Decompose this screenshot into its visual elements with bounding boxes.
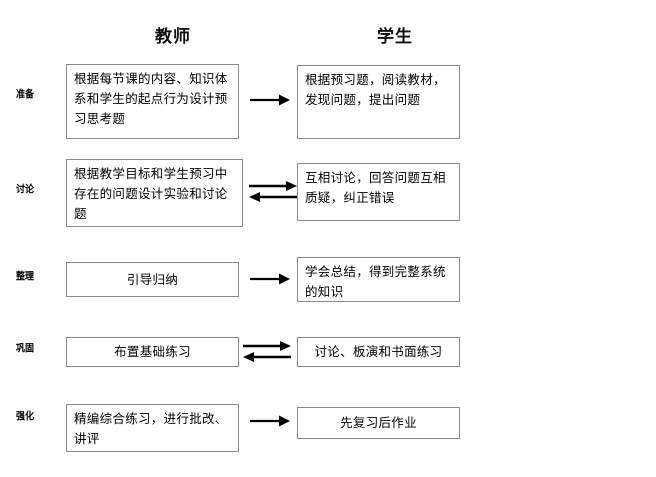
student-box-row-1-text: 根据预习题，阅读教材，发现问题，提出问题 <box>305 72 446 107</box>
student-box-row-1: 根据预习题，阅读教材，发现问题，提出问题 <box>297 65 460 139</box>
teacher-box-row-3-text: 引导归纳 <box>126 271 179 287</box>
stage-label-row-3: 整理 <box>16 271 35 283</box>
column-header-student: 学生 <box>377 27 413 47</box>
student-box-row-3: 学会总结，得到完整系统的知识 <box>297 257 460 302</box>
arrow-row-1 <box>250 93 290 107</box>
stage-label-row-4: 巩固 <box>16 343 35 355</box>
stage-label-row-1: 准备 <box>16 89 35 101</box>
stage-label-row-2: 讨论 <box>16 184 35 196</box>
student-box-row-2: 互相讨论，回答问题互相质疑，纠正错误 <box>297 163 460 221</box>
student-box-row-5-text: 先复习后作业 <box>340 415 417 430</box>
teacher-box-row-5-text: 精编综合练习，进行批改、讲评 <box>74 411 228 446</box>
student-box-row-2-text: 互相讨论，回答问题互相质疑，纠正错误 <box>305 170 446 205</box>
teacher-box-row-1-text: 根据每节课的内容、知识体系和学生的起点行为设计预习思考题 <box>74 71 228 126</box>
arrow-row-5 <box>250 414 290 428</box>
teacher-box-row-1: 根据每节课的内容、知识体系和学生的起点行为设计预习思考题 <box>66 64 239 139</box>
stage-label-row-5: 强化 <box>16 411 35 423</box>
student-box-row-3-text: 学会总结，得到完整系统的知识 <box>305 264 446 299</box>
teacher-box-row-2-text: 根据教学目标和学生预习中存在的问题设计实验和讨论题 <box>74 166 228 221</box>
student-box-row-5: 先复习后作业 <box>297 407 460 439</box>
student-box-row-4-text: 讨论、板演和书面练习 <box>314 344 443 359</box>
column-header-teacher: 教师 <box>155 27 191 47</box>
teacher-box-row-3: 引导归纳 <box>66 262 239 297</box>
arrow-row-4 <box>243 341 291 363</box>
teacher-box-row-2: 根据教学目标和学生预习中存在的问题设计实验和讨论题 <box>66 159 243 227</box>
student-box-row-4: 讨论、板演和书面练习 <box>297 337 460 367</box>
teacher-box-row-4: 布置基础练习 <box>66 337 239 367</box>
teacher-box-row-5: 精编综合练习，进行批改、讲评 <box>66 404 239 452</box>
teacher-box-row-4-text: 布置基础练习 <box>114 344 191 359</box>
arrow-row-2 <box>249 180 297 204</box>
arrow-row-3 <box>250 272 290 286</box>
